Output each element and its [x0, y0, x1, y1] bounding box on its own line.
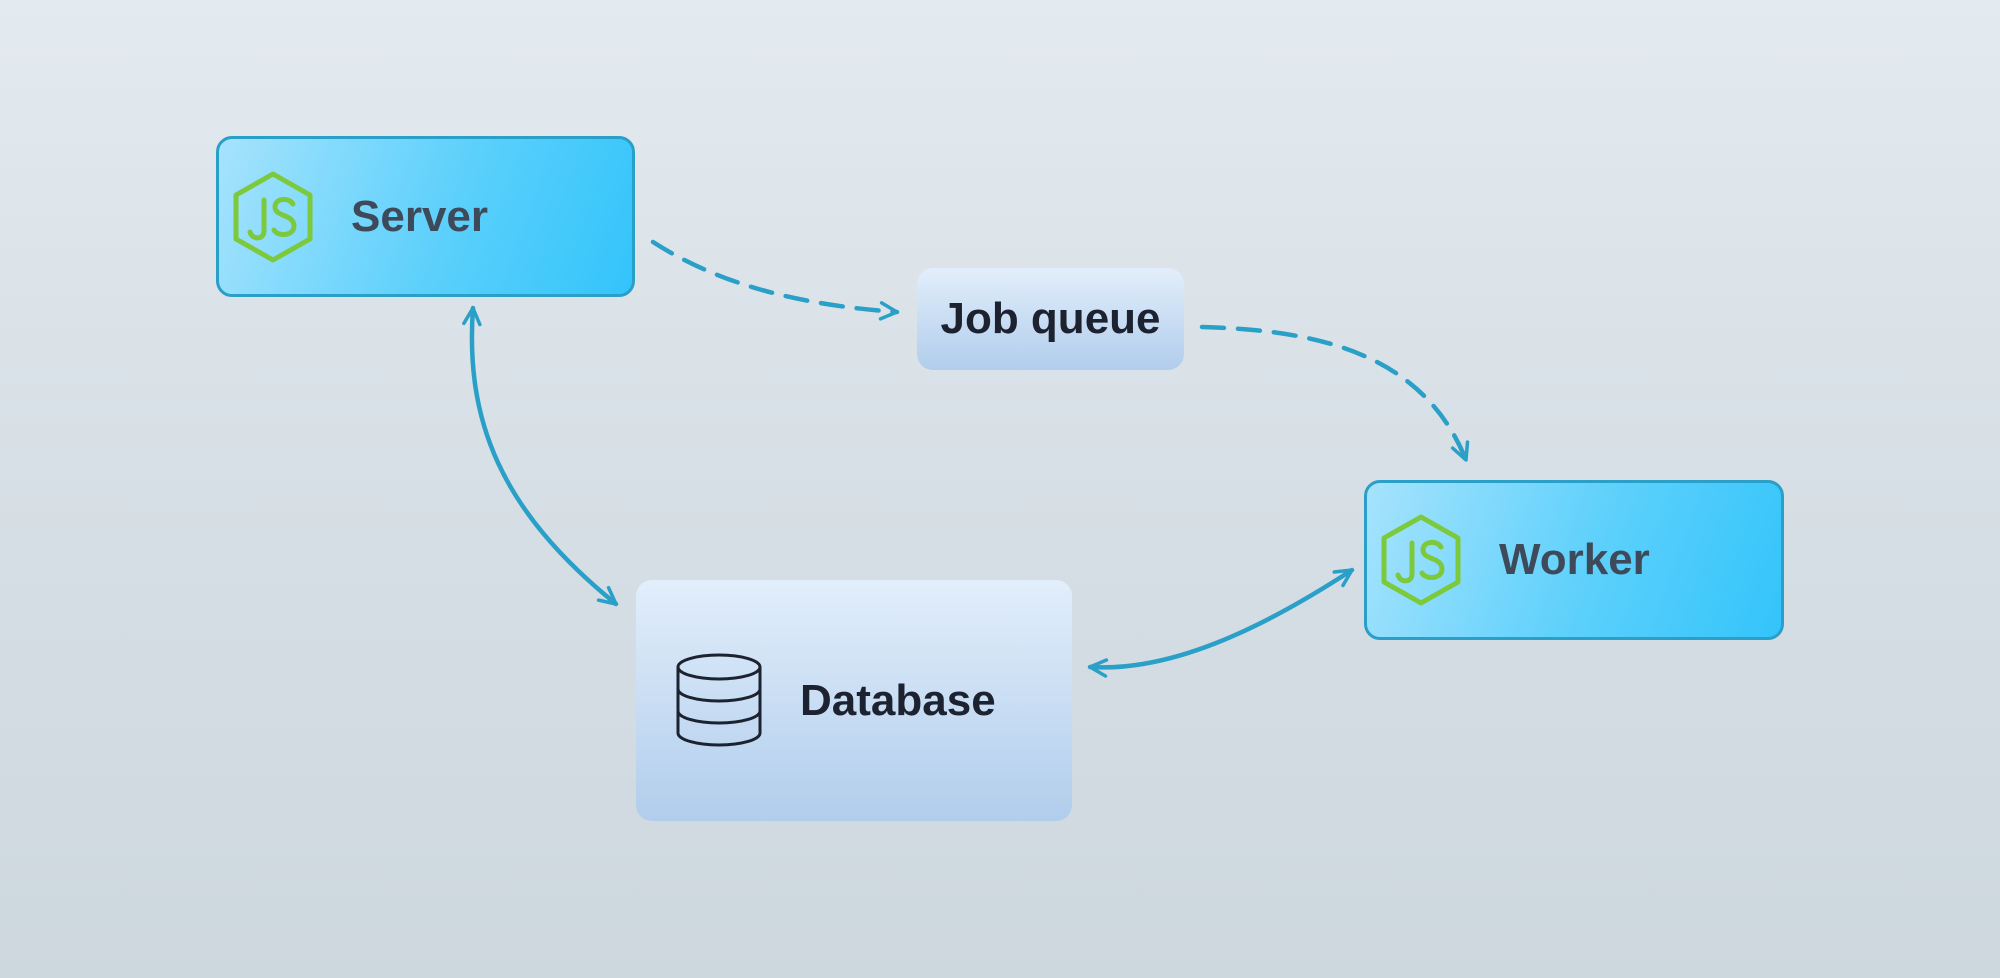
job-queue-label: Job queue	[940, 294, 1161, 343]
server-label: Server	[351, 191, 489, 241]
job-queue-node[interactable]: Job queue	[917, 268, 1184, 370]
nodejs-icon	[1381, 514, 1461, 606]
edge-worker-database	[1087, 567, 1355, 678]
nodejs-icon	[233, 171, 313, 262]
worker-label: Worker	[1499, 535, 1650, 584]
edge-job-queue-to-worker	[1199, 324, 1470, 463]
edge-server-database	[462, 305, 619, 607]
server-node[interactable]: Server	[216, 136, 635, 297]
worker-node[interactable]: Worker	[1364, 480, 1784, 640]
database-label: Database	[800, 675, 996, 725]
database-icon	[676, 653, 762, 746]
database-node[interactable]: Database	[636, 580, 1072, 821]
edge-server-to-job-queue	[650, 239, 900, 321]
